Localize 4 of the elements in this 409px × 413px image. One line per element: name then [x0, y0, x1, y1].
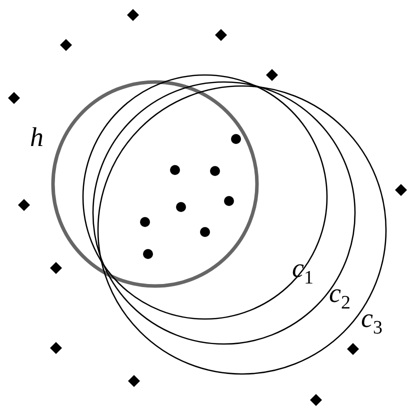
variable-label: c$_{1}$: [292, 255, 314, 288]
variable-label: h: [30, 124, 44, 151]
variable-label: c$_{2}$: [329, 280, 350, 312]
variable-label: c$_{3}$: [361, 305, 382, 338]
